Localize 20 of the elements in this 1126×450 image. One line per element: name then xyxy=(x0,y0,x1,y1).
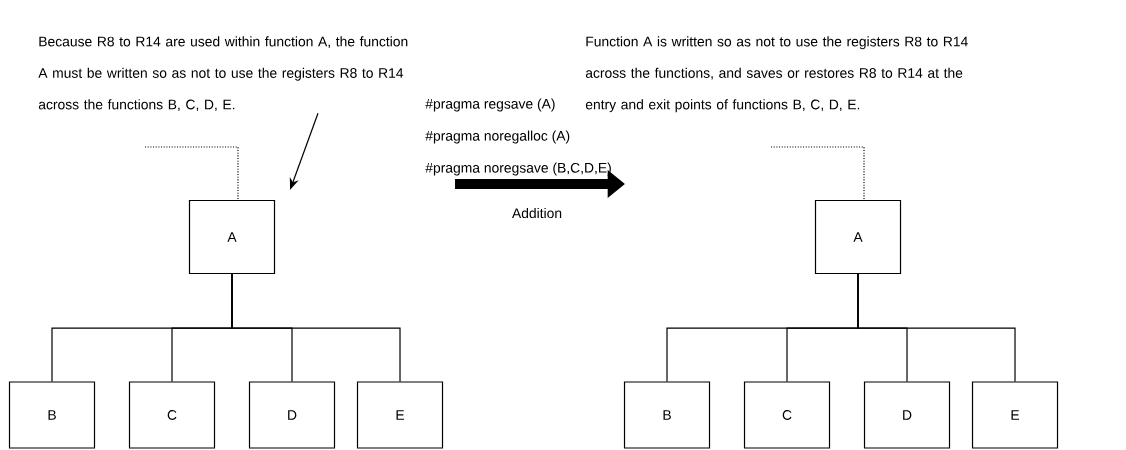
function-box: E xyxy=(356,381,444,449)
arrow-label: Addition xyxy=(512,207,562,219)
caller-line xyxy=(770,146,865,201)
function-box: C xyxy=(743,381,831,449)
function-box: D xyxy=(248,381,336,449)
callout-text: Because R8 to R14 are used within function A, the function A must be written so as not to use the registers R8 to R14 across the functions B, C, D, E. xyxy=(38,36,408,112)
tree-connector xyxy=(231,273,401,382)
callout-text: Function A is written so as not to use the registers R8 to R14 across the functions, and saves or restores R8 to R14 at the entry and exit points of functions B, C, D, E. xyxy=(585,36,968,113)
function-box: B xyxy=(623,381,711,449)
function-box: E xyxy=(971,381,1059,449)
code-line: #pragma noregsave (B,C,D,E) xyxy=(425,162,611,176)
tree-connector xyxy=(857,273,1016,382)
function-box: A xyxy=(814,199,902,275)
code-line: #pragma noregalloc (A) xyxy=(425,130,570,144)
function-box: A xyxy=(188,199,276,275)
caller-line xyxy=(144,146,239,201)
function-box: D xyxy=(863,381,951,449)
code-line: #pragma regsave (A) xyxy=(425,98,555,112)
function-box: B xyxy=(8,381,96,449)
function-box: C xyxy=(128,381,216,449)
